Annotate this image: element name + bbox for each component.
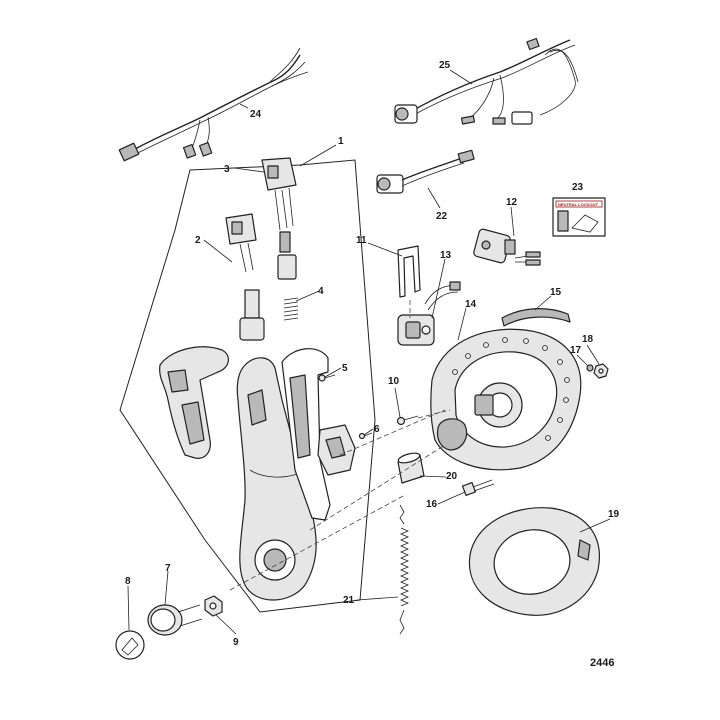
part-25-adapter-harness (394, 37, 579, 125)
callout-14: 14 (465, 299, 477, 310)
part-11-clip (397, 245, 421, 298)
callout-21: 21 (343, 595, 355, 606)
figure-number: 2446 (590, 657, 614, 669)
handle-back-plate (281, 348, 331, 521)
part-15-trim-pad (501, 308, 571, 327)
callout-22: 22 (436, 211, 448, 222)
callout-6: 6 (374, 424, 380, 435)
callout-15: 15 (550, 287, 562, 298)
assembly-line-b (309, 444, 446, 531)
part-9-nut (204, 595, 223, 617)
callout-24: 24 (250, 109, 262, 120)
part-16-bolt (461, 479, 495, 497)
callout-13: 13 (440, 250, 452, 261)
part-10-screw (396, 415, 419, 426)
assembly-outline (119, 159, 376, 613)
part-7-knob (147, 604, 203, 636)
part-3-connector (261, 157, 297, 231)
part-21-spring (399, 504, 410, 635)
part-8-emblem (115, 630, 145, 660)
part-18-nut (593, 363, 609, 379)
callout-16: 16 (426, 499, 438, 510)
callout-8: 8 (125, 576, 131, 587)
part-23-decal: NEUTRAL LOCKOUT (552, 197, 606, 237)
callout-11: 11 (356, 235, 367, 246)
callout-18: 18 (582, 334, 594, 345)
part-17-screw (586, 364, 594, 372)
part-13-trim-switch (397, 281, 461, 346)
control-handle-arm (236, 357, 317, 601)
handle-grip (159, 346, 229, 459)
callout-9: 9 (233, 637, 239, 648)
callout-23: 23 (572, 182, 584, 193)
callout-25: 25 (439, 60, 451, 71)
callout-5: 5 (342, 363, 348, 374)
assembly-line-c (339, 409, 446, 456)
callout-1: 1 (338, 136, 344, 147)
part-14-housing-base (430, 328, 582, 471)
callout-7: 7 (165, 563, 171, 574)
callout-4: 4 (318, 286, 324, 297)
part-22-harness (376, 149, 475, 194)
part-5-screw (318, 374, 336, 382)
decal-text: NEUTRAL LOCKOUT (558, 202, 598, 207)
callout-20: 20 (446, 471, 458, 482)
part-24-wiring-harness (118, 47, 309, 162)
callout-2: 2 (195, 235, 201, 246)
assembly-line-e (417, 409, 451, 419)
part-2-connector (225, 213, 257, 273)
part-19-cover (468, 507, 600, 616)
assembly-line-a (229, 494, 406, 591)
part-12-switch (473, 228, 541, 266)
callout-12: 12 (506, 197, 518, 208)
part-4-spring (239, 231, 299, 341)
part-20-bushing (397, 452, 425, 484)
callout-17: 17 (570, 345, 582, 356)
callout-19: 19 (608, 509, 620, 520)
part-6-bracket (317, 424, 373, 476)
leader-lines (127, 69, 611, 635)
callout-10: 10 (388, 376, 400, 387)
callout-3: 3 (224, 164, 230, 175)
